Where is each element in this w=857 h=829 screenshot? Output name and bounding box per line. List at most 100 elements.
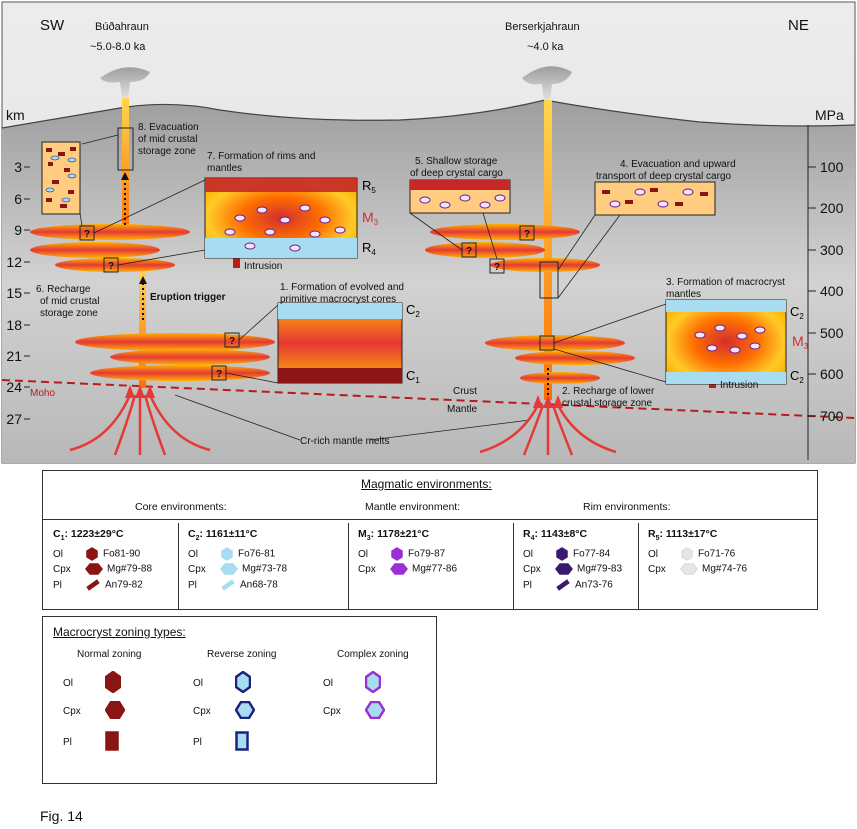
svg-text:1. Formation of evolved and: 1. Formation of evolved and bbox=[280, 282, 404, 293]
core-env-label: Core environments: bbox=[135, 501, 227, 513]
right-deep-sill-3 bbox=[520, 372, 600, 384]
inset-evacuation-transport bbox=[594, 181, 716, 216]
svg-text:?: ? bbox=[229, 336, 235, 347]
svg-text:18: 18 bbox=[6, 317, 22, 333]
label-R5: R5 bbox=[362, 178, 376, 195]
zoning-row: Pl bbox=[63, 731, 119, 754]
svg-text:12: 12 bbox=[6, 254, 22, 270]
svg-text:mantles: mantles bbox=[207, 163, 242, 174]
mantle-env-label: Mantle environment: bbox=[365, 501, 461, 513]
svg-text:27: 27 bbox=[6, 411, 22, 427]
right-shallow-sill-1 bbox=[430, 224, 580, 240]
svg-text:storage zone: storage zone bbox=[138, 146, 196, 157]
zoning-row: Pl bbox=[193, 731, 249, 754]
right-ascent-box bbox=[539, 261, 559, 299]
svg-text:storage zone: storage zone bbox=[40, 308, 98, 319]
ne-label: NE bbox=[788, 17, 809, 34]
left-conduit-box bbox=[117, 127, 134, 171]
left-deep-sill-3 bbox=[90, 365, 270, 381]
svg-text:5. Shallow storage: 5. Shallow storage bbox=[415, 156, 498, 167]
question-marks: ? ? ? ? ? ? ? bbox=[84, 229, 530, 380]
label-M3-left: M3 bbox=[362, 209, 379, 227]
inset-mantles-top bbox=[666, 300, 786, 312]
right-deep-sill-2 bbox=[515, 351, 635, 365]
svg-text:21: 21 bbox=[6, 348, 22, 364]
inset-evacuation-crystals-blue bbox=[45, 155, 77, 203]
svg-text:8. Evacuation: 8. Evacuation bbox=[138, 122, 199, 133]
magmatic-environments-legend: Magmatic environments: Core environments… bbox=[42, 470, 818, 610]
step-labels: 8. Evacuation of mid crustal storage zon… bbox=[36, 122, 785, 409]
eruption-trigger-label: Eruption trigger bbox=[150, 292, 226, 303]
inset-mantles-crystals bbox=[694, 324, 766, 354]
left-deep-sill-1 bbox=[75, 333, 275, 351]
upward-transport-arrows bbox=[124, 178, 549, 395]
left-lower-conduit bbox=[139, 268, 146, 388]
intrusion-label-right: Intrusion bbox=[720, 380, 758, 391]
label-M3-right: M3 bbox=[792, 333, 809, 351]
pressure-axis-tickmarks bbox=[808, 166, 816, 417]
legend-column-header: C2: 1161±11°C bbox=[188, 528, 258, 543]
depth-axis-unit: km bbox=[6, 107, 25, 123]
label-C2-right-bottom: C2 bbox=[790, 368, 804, 385]
inset-transport-crystals bbox=[602, 188, 708, 206]
zoning-title: Macrocryst zoning types: bbox=[53, 625, 186, 639]
zoning-row: Ol bbox=[323, 670, 382, 696]
left-shallow-sill-1 bbox=[30, 224, 190, 240]
svg-text:2. Recharge of lower: 2. Recharge of lower bbox=[562, 386, 655, 397]
left-mantle-melt-arrows bbox=[69, 394, 211, 456]
svg-text:3. Formation of macrocryst: 3. Formation of macrocryst bbox=[666, 277, 785, 288]
zoning-row: Cpx bbox=[323, 700, 386, 722]
inset-rims-crystals bbox=[224, 204, 346, 252]
svg-text:24: 24 bbox=[6, 379, 22, 395]
rim-env-label: Rim environments: bbox=[583, 501, 671, 513]
inset-macrocryst-mantles bbox=[665, 299, 787, 385]
svg-text:?: ? bbox=[108, 261, 114, 272]
svg-text:?: ? bbox=[466, 246, 472, 257]
pressure-axis-ticks: 100 200 300 400 500 600 700 bbox=[820, 159, 844, 424]
legend-column-header: R4: 1143±8°C bbox=[523, 528, 588, 543]
left-upper-conduit bbox=[122, 98, 129, 238]
svg-text:500: 500 bbox=[820, 325, 844, 341]
intrusion-label-left: Intrusion bbox=[244, 261, 282, 272]
label-C1: C1 bbox=[406, 368, 420, 385]
svg-text:?: ? bbox=[216, 369, 222, 380]
right-shallow-sill-2 bbox=[425, 242, 545, 258]
svg-text:7. Formation of rims and: 7. Formation of rims and bbox=[207, 151, 315, 162]
left-volcano-age: ~5.0-8.0 ka bbox=[90, 41, 146, 53]
svg-text:?: ? bbox=[494, 262, 500, 273]
left-volcano-name: Búðahraun bbox=[95, 21, 149, 33]
svg-text:crustal storage zone: crustal storage zone bbox=[562, 398, 652, 409]
svg-text:?: ? bbox=[84, 229, 90, 240]
right-volcano-name: Berserkjahraun bbox=[505, 21, 580, 33]
right-volcano-age: ~4.0 ka bbox=[527, 41, 564, 53]
legend-title: Magmatic environments: bbox=[361, 477, 492, 491]
inset-cores-bottom bbox=[278, 368, 402, 383]
left-deep-sill-2 bbox=[110, 349, 270, 365]
left-mantle-arrow-heads bbox=[125, 385, 155, 398]
inset-cores-top bbox=[278, 303, 402, 319]
zoning-type-header: Normal zoning bbox=[77, 649, 142, 660]
svg-text:6. Recharge: 6. Recharge bbox=[36, 284, 91, 295]
sw-label: SW bbox=[40, 17, 65, 34]
legend-column-header: R5: 1113±17°C bbox=[648, 528, 718, 543]
zoning-row: Cpx bbox=[193, 700, 256, 722]
svg-text:transport of deep crystal carg: transport of deep crystal cargo bbox=[596, 171, 732, 182]
legend-column-header: C1: 1223±29°C bbox=[53, 528, 124, 543]
svg-text:mantles: mantles bbox=[666, 289, 701, 300]
svg-text:200: 200 bbox=[820, 200, 844, 216]
svg-text:of mid crustal: of mid crustal bbox=[40, 296, 99, 307]
depth-axis-tickmarks bbox=[24, 166, 30, 420]
svg-text:15: 15 bbox=[6, 285, 22, 301]
zoning-row: Cpx bbox=[63, 700, 126, 722]
inset-rims-top-crust bbox=[205, 178, 357, 192]
